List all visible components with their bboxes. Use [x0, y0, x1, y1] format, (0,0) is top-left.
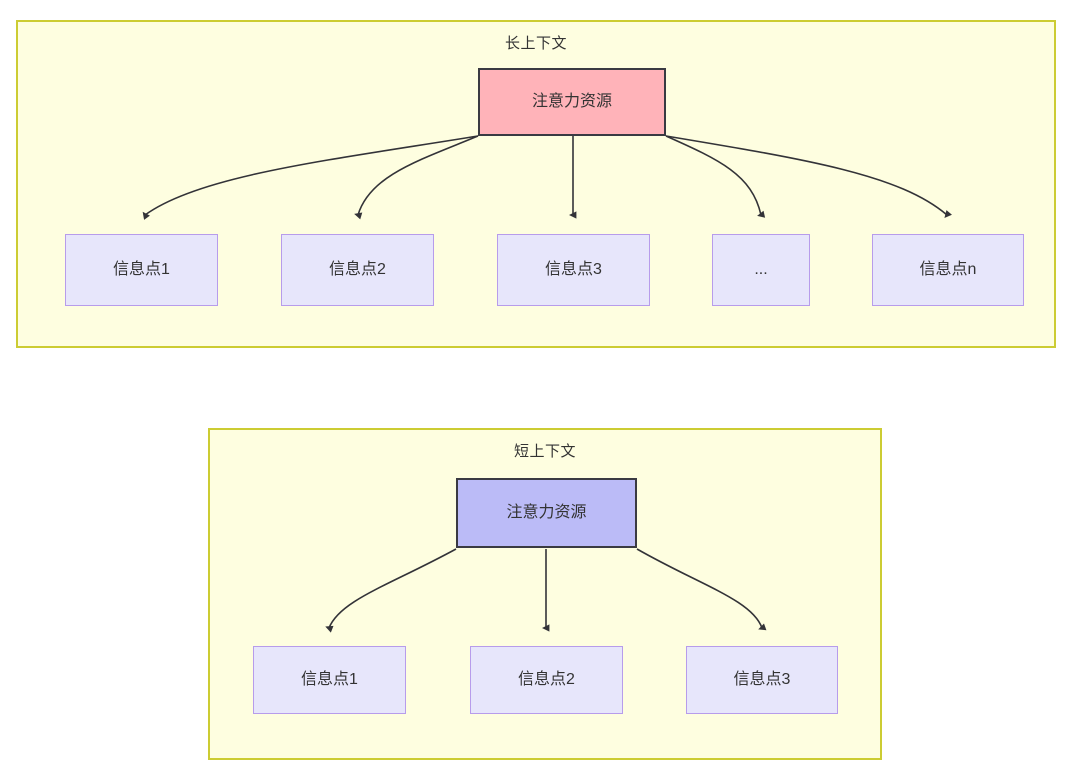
info-point-label-3-long: 信息点3: [545, 261, 602, 279]
info-point-node-ellipsis-long[interactable]: ...: [712, 234, 810, 306]
attention-resource-label-long: 注意力资源: [531, 93, 612, 111]
info-point-node-2-short[interactable]: 信息点2: [470, 646, 623, 714]
attention-resource-label-short: 注意力资源: [506, 504, 587, 522]
info-point-node-3-long[interactable]: 信息点3: [497, 234, 650, 306]
info-point-label-2-long: 信息点2: [329, 261, 386, 279]
info-point-label-3-short: 信息点3: [733, 671, 791, 689]
info-point-label-n-long: 信息点n: [919, 261, 977, 279]
info-point-label-ellipsis-long: ...: [754, 261, 768, 279]
info-point-node-1-long[interactable]: 信息点1: [65, 234, 218, 306]
panel-short-context-title: 短上下文: [513, 443, 576, 460]
info-point-node-1-short[interactable]: 信息点1: [253, 646, 406, 714]
info-point-node-n-long[interactable]: 信息点n: [872, 234, 1024, 306]
panel-long-context-title: 长上下文: [504, 35, 567, 52]
info-point-node-3-short[interactable]: 信息点3: [686, 646, 838, 714]
info-point-label-1-short: 信息点1: [301, 671, 358, 689]
info-point-label-2-short: 信息点2: [518, 671, 575, 689]
attention-resource-node-short[interactable]: 注意力资源: [456, 478, 637, 548]
attention-resource-node-long[interactable]: 注意力资源: [478, 68, 666, 136]
info-point-label-1-long: 信息点1: [113, 261, 170, 279]
info-point-node-2-long[interactable]: 信息点2: [281, 234, 434, 306]
